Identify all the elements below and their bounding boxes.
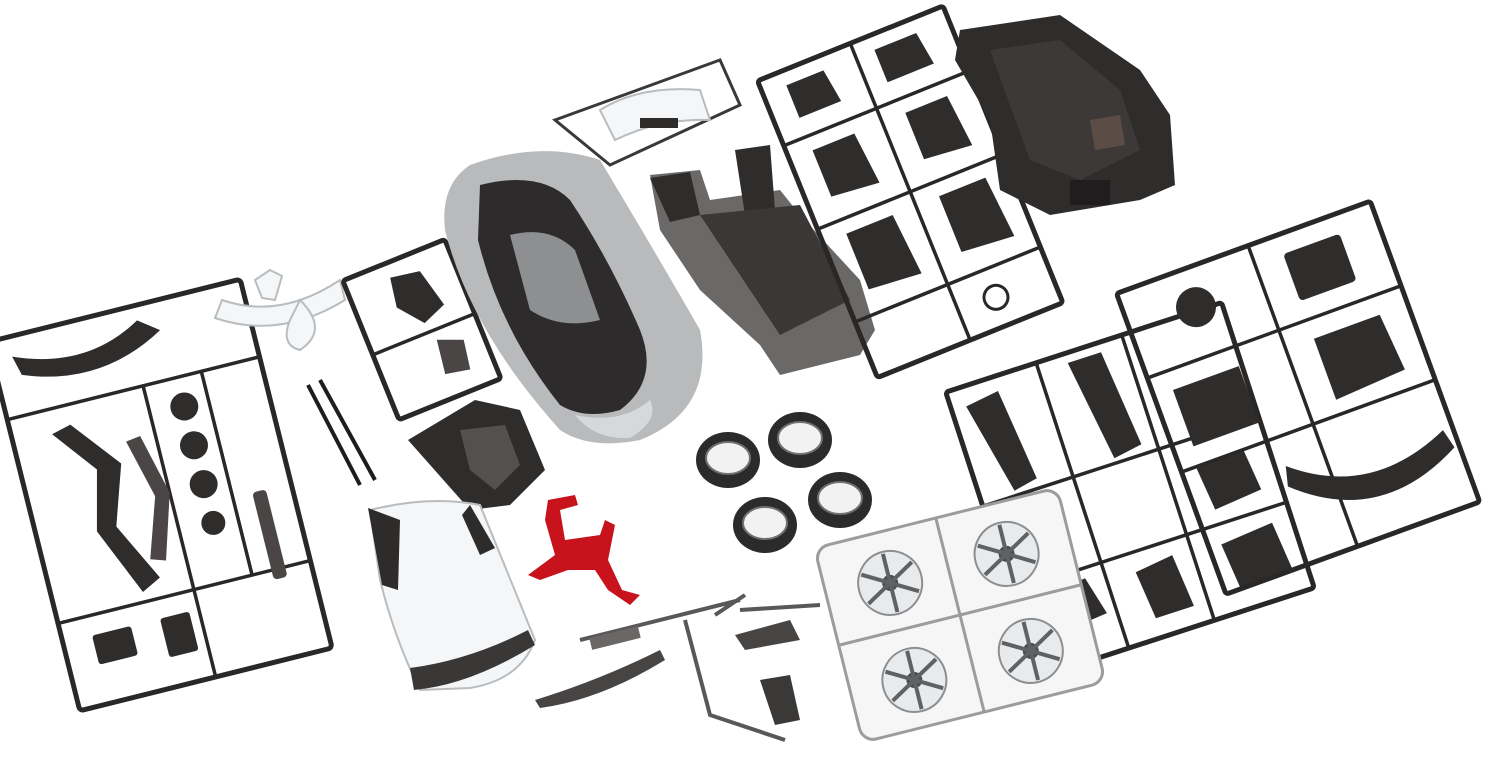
chassis-part [955, 15, 1175, 215]
far-right-sprue [1114, 199, 1482, 596]
chrome-wheel-3 [881, 646, 948, 713]
chrome-wheels-sprue [815, 489, 1105, 741]
thin-black-rods [306, 379, 377, 486]
gray-trim-sprue [535, 593, 821, 742]
left-suspension-sprue [0, 277, 334, 713]
car-body-shell [444, 151, 703, 444]
chrome-wheel-1 [857, 549, 924, 616]
interior-tub-part [650, 145, 875, 375]
tire-4 [808, 472, 872, 528]
chrome-wheel-2 [973, 520, 1040, 587]
red-calipers-part [528, 495, 640, 605]
clear-rear-glass-part [368, 500, 537, 692]
chrome-wheel-4 [997, 617, 1064, 684]
seats-sprue [755, 4, 1065, 380]
tires [696, 412, 872, 553]
engine-hood-part [408, 400, 545, 510]
clear-windshield-sprue [552, 58, 742, 167]
tire-1 [696, 432, 760, 488]
tire-3 [733, 497, 797, 553]
tire-2 [768, 412, 832, 468]
clear-front-lens-part [213, 268, 347, 352]
small-interior-sprue [341, 237, 503, 422]
